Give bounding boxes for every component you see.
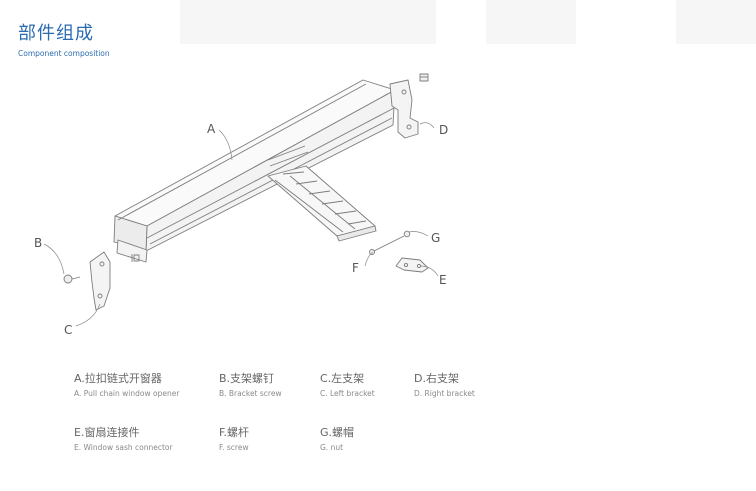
- exploded-diagram: A B C D E F G: [34, 73, 448, 337]
- legend-item-f: F.螺杆 F. screw: [219, 426, 250, 452]
- bracket-screw: [63, 274, 81, 284]
- callout-C: C: [64, 323, 72, 337]
- legend-item-a: A.拉扣链式开窗器 A. Pull chain window opener: [74, 372, 180, 398]
- leader-lines: [43, 122, 439, 327]
- callout-D: D: [439, 123, 448, 137]
- legend-item-c: C.左支架 C. Left bracket: [320, 372, 375, 398]
- callout-G: G: [431, 231, 440, 245]
- page-subtitle: Component composition: [18, 49, 110, 58]
- header-band-2: [486, 0, 576, 44]
- header-band-1: [180, 0, 436, 44]
- left-bracket: [89, 251, 111, 311]
- sash-connector: [395, 257, 429, 273]
- callout-A: A: [207, 122, 216, 136]
- callout-B: B: [34, 236, 42, 250]
- page-title: 部件组成: [18, 23, 94, 44]
- legend-item-d: D.右支架 D. Right bracket: [414, 372, 475, 398]
- chain: [267, 165, 377, 242]
- legend-item-b: B.支架螺钉 B. Bracket screw: [219, 372, 282, 398]
- header-band-3: [676, 0, 756, 44]
- nut: [403, 230, 411, 238]
- threaded-rod: [369, 235, 405, 255]
- callout-F: F: [352, 261, 359, 275]
- callout-E: E: [439, 273, 447, 287]
- legend-item-g: G.螺帽 G. nut: [320, 426, 355, 452]
- right-bracket: [389, 73, 429, 139]
- legend-item-e: E.窗扇连接件 E. Window sash connector: [74, 426, 173, 452]
